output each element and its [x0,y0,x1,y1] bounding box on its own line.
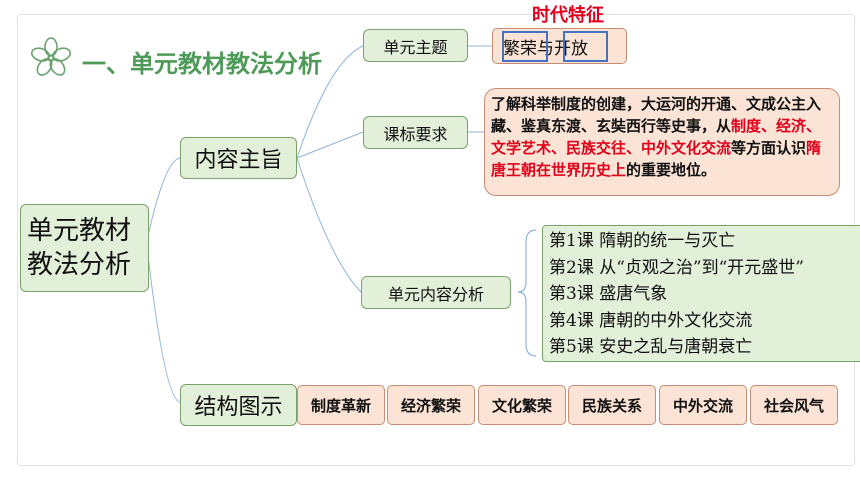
page-title: 一、单元教材教法分析 [82,50,322,78]
brace-icon [517,229,537,357]
theme-value-part2: 开放 [554,38,588,59]
structure-item: 制度革新 [297,385,385,425]
requirement-mid: 等方面认识 [731,139,807,157]
requirement-line1: 了解科举制度的创建，大运河的开通、文成公主入藏、鉴真东渡、玄奘西行等史事，从 [491,95,822,135]
lesson-list: 第1课 隋朝的统一与灭亡 第2课 从“贞观之治”到“开元盛世” 第3课 盛唐气象… [542,225,860,362]
requirement-red2: 隋唐王朝在世界历史上 [491,139,822,179]
branch-content-label: 内容主旨 [194,148,283,173]
list-item: 第2课 从“贞观之治”到“开元盛世” [549,257,804,278]
list-item: 第3课 盛唐气象 [549,284,668,304]
structure-item-label: 经济繁荣 [400,396,461,415]
highlight-frame-1 [502,31,548,62]
branch-content: 内容主旨 [180,137,297,179]
requirement-end: 的重要地位。 [626,161,717,179]
theme-value-part1: 繁荣 [503,38,537,59]
highlight-frame-2 [563,31,608,62]
list-item: 第1课 隋朝的统一与灭亡 [549,231,736,251]
structure-item: 民族关系 [568,385,656,425]
node-requirement-label: 课标要求 [383,124,448,144]
structure-item-label: 中外交流 [672,396,733,415]
structure-item: 经济繁荣 [387,385,475,425]
structure-item-label: 民族关系 [581,396,642,415]
node-theme: 单元主题 [363,29,468,62]
list-item: 第4课 唐朝的中外文化交流 [549,310,753,331]
theme-value-joiner: 与 [537,38,554,59]
requirement-red1: 制度、经济、文学艺术、民族交往、中外文化交流 [491,117,822,157]
structure-item: 社会风气 [750,385,838,425]
theme-value-box: 繁荣与开放 [492,28,627,64]
root-label: 单元教材教法分析 [27,216,132,280]
node-theme-label: 单元主题 [383,37,448,57]
node-requirement: 课标要求 [363,116,468,149]
node-analysis: 单元内容分析 [361,276,511,309]
structure-item-label: 制度革新 [310,396,371,415]
flower-icon [30,37,72,76]
structure-item: 文化繁荣 [478,385,566,425]
structure-item: 中外交流 [659,385,747,425]
structure-item-label: 文化繁荣 [491,396,552,415]
requirement-text: 了解科举制度的创建，大运河的开通、文成公主入藏、鉴真东渡、玄奘西行等史事，从制度… [484,88,840,196]
annotation-label: 时代特征 [532,5,604,26]
list-item: 第5课 安史之乱与唐朝衰亡 [549,337,753,357]
node-analysis-label: 单元内容分析 [387,284,484,304]
branch-structure-label: 结构图示 [194,395,283,420]
root-node: 单元教材教法分析 [20,204,149,292]
structure-item-label: 社会风气 [763,396,824,415]
branch-structure: 结构图示 [180,384,297,426]
